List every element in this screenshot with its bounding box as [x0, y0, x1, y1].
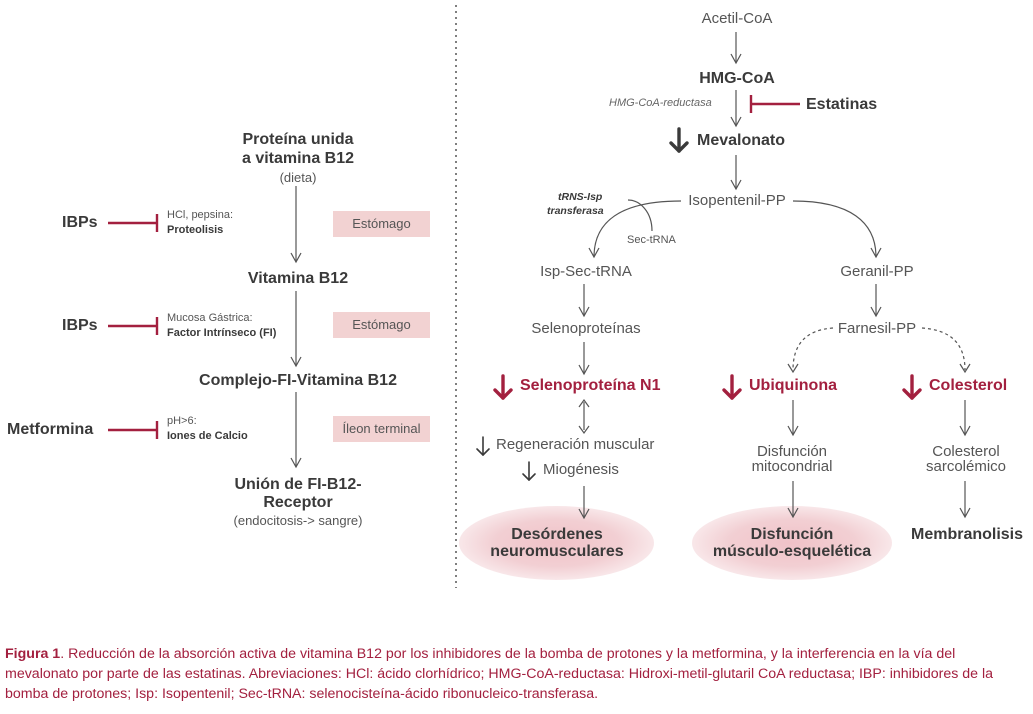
node-colesterol-sarc-line1: Colesterol	[932, 443, 1000, 460]
arrowhead-col	[959, 363, 971, 374]
inhibitor-agent-3: Metformina	[7, 421, 94, 438]
arrow-farnesil-col	[921, 327, 966, 371]
node-selenoproteina-n1: Selenoproteína N1	[520, 377, 661, 394]
inhibitor-note-3: pH>6:	[167, 415, 197, 427]
enzyme-label: HMG-CoA-reductasa	[609, 97, 712, 109]
figure-caption: Figura 1. Reducción de la absorción acti…	[5, 644, 1027, 704]
node-acetil-coa: Acetil-CoA	[701, 10, 773, 27]
enzyme-trns-line1: tRNS-Isp	[558, 191, 603, 203]
inhibitor-agent-2: IBPs	[62, 317, 98, 334]
node-geranil-pp: Geranil-PP	[840, 263, 914, 280]
outcome-membranolisis: Membranolisis	[910, 526, 1024, 543]
arrow-iso-geranil	[792, 200, 882, 259]
inhibitor-note-1: HCl, pepsina:	[167, 209, 234, 221]
node-ubiquinona: Ubiquinona	[749, 377, 837, 394]
arrowhead-ubi	[787, 363, 799, 374]
node-mevalonato: Mevalonato	[697, 132, 786, 149]
node-union-line1: Unión de FI-B12-	[234, 476, 362, 493]
inhibitor-process-1: Proteolisis	[167, 224, 224, 236]
decrease-arrow-mevalonato	[669, 127, 689, 153]
decrease-arrow-ubiquinona	[722, 374, 742, 400]
arrow-iso-ispsec	[588, 200, 682, 259]
node-disfuncion-mito-line1: Disfunción	[756, 443, 828, 460]
node-hmg-coa: HMG-CoA	[699, 70, 775, 87]
node-regeneracion: Regeneración muscular	[496, 436, 655, 453]
outcome-neuromuscular-line1: Desórdenes	[511, 526, 603, 543]
node-selenoproteinas: Selenoproteínas	[531, 320, 641, 337]
node-colesterol: Colesterol	[929, 377, 1008, 394]
node-isp-sec-trna: Isp-Sec-tRNA	[540, 263, 632, 280]
inhibitor-statins: Estatinas	[806, 96, 878, 113]
inhibitor-note-2: Mucosa Gástrica:	[167, 312, 253, 324]
inhibitor-process-3: Iones de Calcio	[167, 430, 248, 442]
node-miogenesis: Miogénesis	[543, 461, 619, 478]
site-box-1: Estómago	[333, 211, 430, 237]
node-union-sub: (endocitosis-> sangre)	[233, 513, 363, 528]
node-protein-bound-b12-line2: a vitamina B12	[241, 150, 355, 167]
arrowhead-up	[578, 398, 590, 408]
label-sec-trna: Sec-tRNA	[627, 234, 676, 246]
outcome-musculo-line1: Disfunción	[750, 526, 834, 543]
site-box-2: Estómago	[333, 312, 430, 338]
outcome-neuromuscular-line2: neuromusculares	[490, 543, 624, 560]
node-farnesil-pp: Farnesil-PP	[837, 320, 917, 337]
inhibitor-agent-1: IBPs	[62, 214, 98, 231]
node-protein-sub: (dieta)	[279, 170, 317, 185]
sec-trna-curl	[627, 199, 653, 232]
caption-label: Figura 1	[5, 646, 61, 662]
node-vitamina-b12: Vitamina B12	[247, 270, 349, 287]
node-disfuncion-mito-line2: mitocondrial	[751, 458, 833, 475]
node-colesterol-sarc-line2: sarcolémico	[925, 458, 1007, 475]
node-union-line2: Receptor	[263, 494, 333, 511]
node-complejo-fi: Complejo-FI-Vitamina B12	[199, 372, 397, 389]
arrowhead-down	[578, 425, 590, 435]
node-protein-bound-b12-line1: Proteína unida	[242, 131, 354, 148]
caption-text: . Reducción de la absorción activa de vi…	[5, 646, 994, 702]
node-isopentenil: Isopentenil-PP	[688, 192, 786, 209]
decrease-arrow-colesterol	[902, 374, 922, 400]
inhibitor-process-2: Factor Intrínseco (FI)	[167, 327, 277, 339]
outcome-musculo-line2: músculo-esquelética	[712, 543, 872, 560]
decrease-arrow-regen	[476, 436, 490, 456]
outcome-highlight-musculoskeletal	[692, 506, 892, 580]
decrease-arrow-seleno-n1	[493, 374, 513, 400]
diagram-arrows	[108, 5, 971, 588]
enzyme-trns-line2: transferasa	[547, 205, 604, 217]
site-box-3: Íleon terminal	[333, 416, 430, 442]
arrow-farnesil-ubi	[792, 327, 834, 371]
outcome-highlight-neuromuscular	[459, 506, 654, 580]
decrease-arrow-miogenesis	[522, 461, 536, 481]
